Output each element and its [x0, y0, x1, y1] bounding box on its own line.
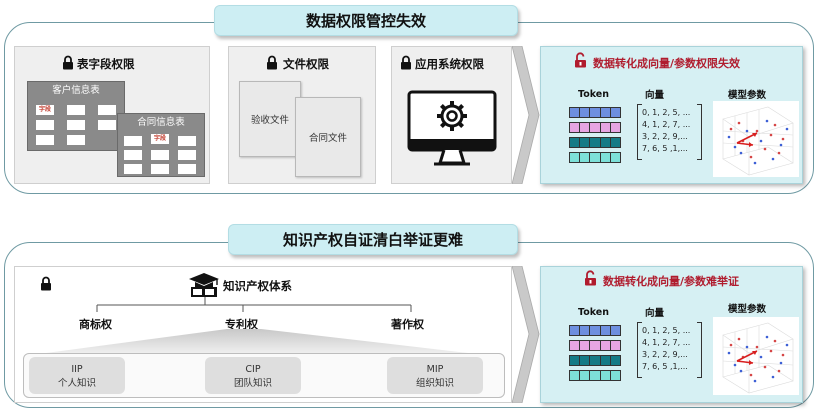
table-cell: [124, 150, 142, 160]
vector-line: 0, 1, 2, 5, ...: [642, 326, 691, 335]
branch-trademark: 商标权: [79, 318, 112, 331]
panel-title: 数据转化成向量/参数难举证: [603, 275, 740, 288]
graduation-cap-icon: [189, 273, 219, 297]
token-stack: [569, 107, 621, 167]
token-label: Token: [578, 89, 610, 100]
patent-code: MIP: [426, 364, 444, 375]
token-row: [569, 122, 621, 133]
table-cell: [178, 164, 196, 174]
token-row: [569, 137, 621, 148]
monitor-gear-icon: [407, 90, 497, 166]
token-row: [569, 370, 621, 381]
table-cell: [98, 105, 116, 115]
lock-icon: [401, 55, 411, 70]
table-cell: [98, 120, 116, 130]
lock-icon: [267, 55, 277, 70]
table-cell: [67, 120, 85, 130]
file-permission-panel: 文件权限 验收文件 合同文件: [228, 46, 376, 184]
token-stack: [569, 325, 621, 385]
panel-title: 数据转化成向量/参数权限失效: [593, 57, 741, 70]
vector-bracket: [637, 104, 642, 160]
app-permission-panel: 应用系统权限: [391, 46, 512, 184]
table-cell: [124, 136, 142, 146]
panel-title: 表字段权限: [77, 57, 135, 71]
token-row: [569, 325, 621, 336]
vector-label: 向量: [645, 90, 665, 101]
contract-table: 合同信息表 字段: [117, 113, 205, 177]
patent-name: 团队知识: [233, 378, 272, 389]
acceptance-document: 验收文件: [239, 81, 301, 157]
table-cell: [67, 105, 85, 115]
tree-connector: [96, 297, 412, 312]
table-header: 客户信息表: [52, 85, 100, 96]
vector-line: 3, 2, 2, 9,...: [642, 350, 688, 359]
vector-bracket: [697, 104, 702, 160]
patent-code: CIP: [245, 364, 261, 375]
patent-iip: IIP 个人知识: [29, 357, 125, 394]
contract-document: 合同文件: [295, 97, 361, 177]
vector-line: 4, 1, 2, 7, ...: [642, 120, 691, 129]
patent-code: IIP: [71, 364, 83, 375]
table-cell: [36, 135, 54, 145]
bottom-banner: 知识产权自证清白举证更难: [228, 224, 518, 255]
lock-icon: [63, 55, 73, 70]
chevron-right-icon: [512, 46, 540, 184]
token-row: [569, 340, 621, 351]
panel-title: 文件权限: [283, 57, 329, 71]
table-cell: [67, 135, 85, 145]
unlock-icon: [575, 52, 586, 68]
vector-conversion-panel-bottom: 数据转化成向量/参数难举证 Token 向量 0, 1, 2, 5, ... 4…: [540, 266, 803, 403]
token-row: [569, 355, 621, 366]
model-label: 模型参数: [728, 90, 767, 101]
vector-bracket: [697, 322, 702, 378]
parameter-scatter-icon: [713, 101, 799, 177]
lock-icon: [41, 276, 51, 291]
vector-bracket: [637, 322, 642, 378]
patent-name: 个人知识: [57, 378, 96, 389]
panel-title: 应用系统权限: [415, 57, 484, 71]
vector-conversion-panel-top: 数据转化成向量/参数权限失效 Token 向量 0, 1, 2, 5, ... …: [540, 46, 803, 184]
field-tag: 字段: [36, 105, 54, 115]
table-cell: [178, 150, 196, 160]
top-banner: 数据权限管控失效: [214, 5, 518, 36]
patent-fan: [31, 329, 485, 355]
branch-copyright: 著作权: [391, 318, 424, 331]
table-header: 合同信息表: [137, 117, 185, 128]
token-row: [569, 107, 621, 118]
table-cell: [178, 136, 196, 146]
ip-system-title: 知识产权体系: [223, 279, 292, 293]
ip-system-panel: 知识产权体系 商标权 专利权 著作权 IIP 个人知识 CIP 团队知识 MIP…: [14, 266, 512, 403]
branch-patent: 专利权: [225, 318, 258, 331]
table-cell: [124, 164, 142, 174]
vector-line: 7, 6, 5 ,1,...: [642, 362, 688, 371]
vector-line: 4, 1, 2, 7, ...: [642, 338, 691, 347]
table-cell: [151, 164, 169, 174]
chevron-right-icon: [512, 266, 540, 403]
unlock-icon: [585, 270, 596, 286]
patent-name: 组织知识: [415, 378, 454, 389]
customer-table: 客户信息表 字段: [27, 81, 125, 151]
table-cell: [36, 120, 54, 130]
vector-line: 0, 1, 2, 5, ...: [642, 108, 691, 117]
field-permission-panel: 表字段权限 客户信息表 字段 合同信息表 字段: [14, 46, 210, 184]
table-cell: [151, 150, 169, 160]
vector-line: 7, 6, 5 ,1,...: [642, 144, 688, 153]
token-row: [569, 152, 621, 163]
vector-line: 3, 2, 2, 9,...: [642, 132, 688, 141]
patent-mip: MIP 组织知识: [387, 357, 483, 394]
patent-cip: CIP 团队知识: [205, 357, 301, 394]
parameter-scatter-icon: [713, 317, 799, 395]
vector-label: 向量: [645, 308, 665, 319]
token-label: Token: [578, 307, 610, 318]
model-label: 模型参数: [728, 304, 767, 315]
field-tag: 字段: [151, 134, 169, 144]
